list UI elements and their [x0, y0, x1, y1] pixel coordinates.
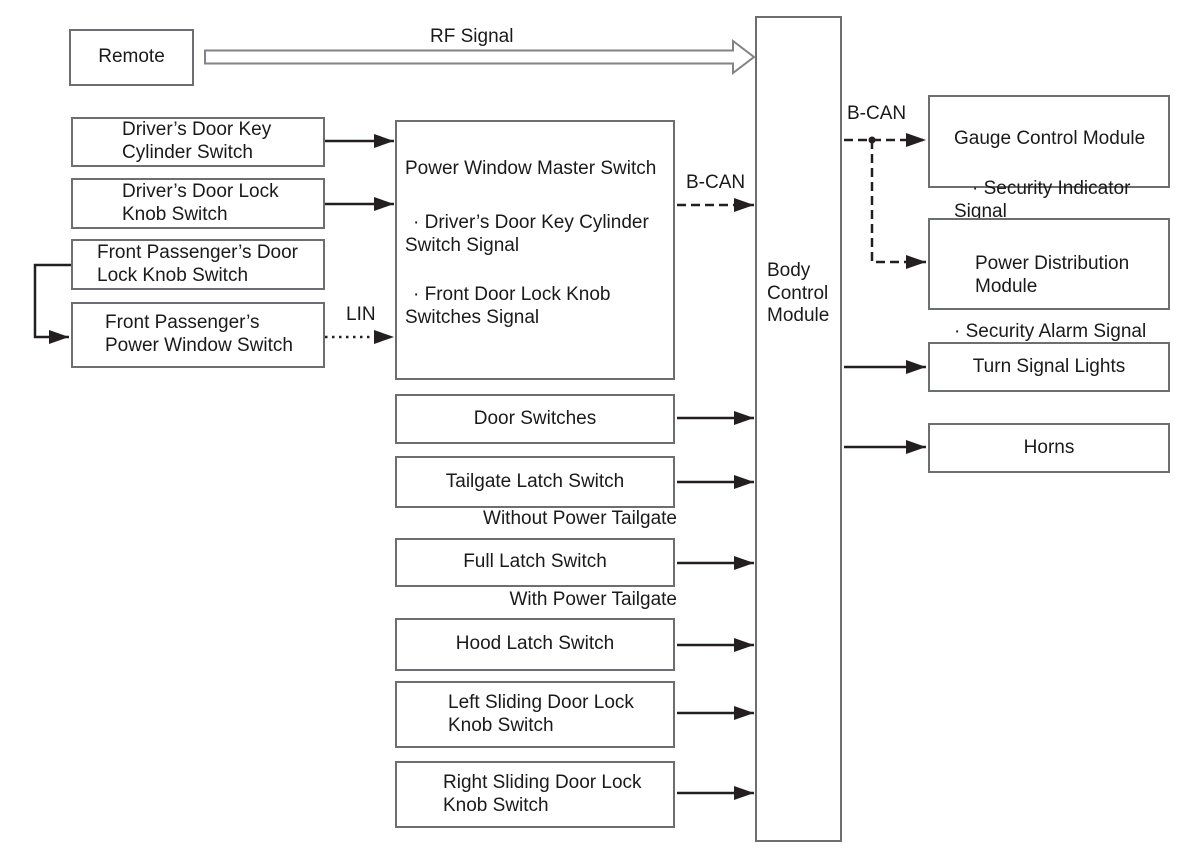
node-label: Body Control Module	[767, 259, 830, 327]
node-right-sliding-door-lock-knob-switch: Right Sliding Door Lock Knob Switch	[395, 761, 675, 828]
node-full-latch-switch: Full Latch Switch	[395, 538, 675, 587]
node-door-switches: Door Switches	[395, 394, 675, 444]
bcan-label-right: B-CAN	[847, 103, 907, 124]
without-power-tailgate-label: Without Power Tailgate	[483, 508, 677, 529]
node-label: Turn Signal Lights	[972, 355, 1126, 377]
node-drivers-door-key-cylinder-switch: Driver’s Door Key Cylinder Switch	[71, 117, 325, 167]
bcan-junction-dot	[868, 136, 876, 144]
connector-front-pass-lock-to-window-switch	[33, 263, 71, 344]
node-label: Front Passenger’s Power Window Switch	[105, 312, 293, 356]
node-remote: Remote	[69, 29, 194, 86]
rf-signal-arrow	[204, 38, 756, 76]
node-label: Hood Latch Switch	[455, 633, 615, 655]
node-hood-latch-switch: Hood Latch Switch	[395, 618, 675, 671]
node-label: Horns	[1023, 436, 1075, 458]
node-label: Driver’s Door Key Cylinder Switch	[122, 119, 272, 163]
node-label: Left Sliding Door Lock Knob Switch	[448, 691, 634, 736]
signal-bullet: · Front Door Lock Knob Switches Signal	[405, 283, 611, 328]
node-left-sliding-door-lock-knob-switch: Left Sliding Door Lock Knob Switch	[395, 681, 675, 748]
node-label: Right Sliding Door Lock Knob Switch	[443, 771, 642, 816]
node-front-passengers-door-lock-knob-switch: Front Passenger’s Door Lock Knob Switch	[71, 239, 325, 290]
node-tailgate-latch-switch: Tailgate Latch Switch	[395, 456, 675, 508]
node-label: Door Switches	[473, 407, 597, 429]
node-body-control-module: Body Control Module	[755, 16, 842, 842]
node-turn-signal-lights: Turn Signal Lights	[928, 342, 1170, 392]
lin-label: LIN	[346, 304, 376, 325]
node-power-window-master-switch: Power Window Master Switch · Driver’s Do…	[395, 120, 675, 380]
node-front-passengers-power-window-switch: Front Passenger’s Power Window Switch	[71, 302, 325, 368]
node-title: Power Window Master Switch	[405, 157, 657, 179]
rf-signal-label: RF Signal	[430, 26, 514, 47]
node-label: Full Latch Switch	[463, 551, 607, 573]
signal-bullet: · Security Alarm Signal	[954, 321, 1147, 343]
bcan-label-left: B-CAN	[686, 172, 746, 193]
signal-bullet: · Driver’s Door Key Cylinder Switch Sign…	[405, 212, 649, 257]
node-gauge-control-module: Gauge Control Module · Security Indicato…	[928, 95, 1170, 222]
node-horns: Horns	[928, 423, 1170, 473]
node-label: Remote	[98, 46, 165, 68]
node-label: Tailgate Latch Switch	[445, 470, 625, 492]
node-title: Power Distribution Module	[975, 252, 1130, 297]
node-title: Gauge Control Module	[954, 127, 1146, 149]
node-label: Driver’s Door Lock Knob Switch	[122, 180, 279, 225]
node-label: Front Passenger’s Door Lock Knob Switch	[97, 241, 299, 286]
node-drivers-door-lock-knob-switch: Driver’s Door Lock Knob Switch	[71, 178, 325, 229]
node-power-distribution-module: Power Distribution Module · Security Ala…	[928, 218, 1170, 342]
signal-bullet: · Security Indicator Signal	[954, 178, 1131, 223]
arrow-bcan-branch-to-power-distribution	[870, 140, 926, 269]
with-power-tailgate-label: With Power Tailgate	[509, 589, 677, 610]
